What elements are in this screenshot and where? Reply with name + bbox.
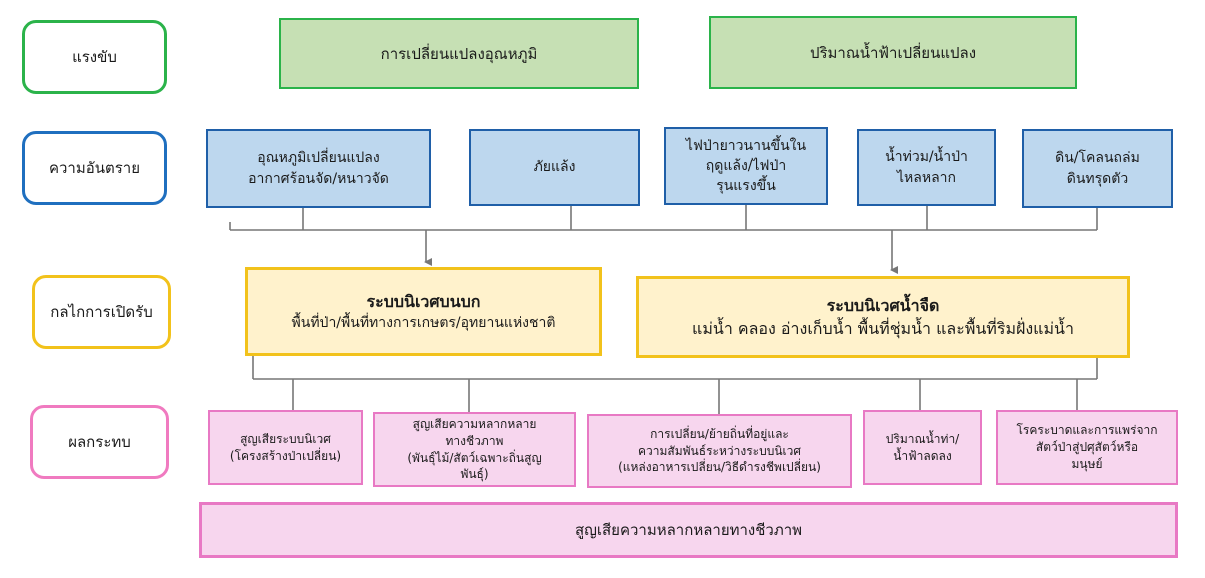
impact-box-disease: โรคระบาดและการแพร่จาก สัตว์ป่าสู่ปศุสัตว… [996, 410, 1178, 485]
hazard-box-landslide: ดิน/โคลนถล่ม ดินทรุดตัว [1022, 129, 1173, 208]
impact-line: น้ำฟ้าลดลง [893, 448, 952, 463]
hazard-line: ภัยแล้ง [533, 159, 576, 176]
mechanism-title: ระบบนิเวศน้ำจืด [826, 295, 940, 315]
final-impact-text: สูญเสียความหลากหลายทางชีวภาพ [574, 521, 803, 539]
row-label-mechanisms: กลไกการเปิดรับ [32, 275, 171, 349]
driver-text: ปริมาณน้ำฟ้าเปลี่ยนแปลง [809, 43, 977, 62]
impact-box-habitat-shift: การเปลี่ยน/ย้ายถิ่นที่อยู่และ ความสัมพัน… [587, 414, 852, 488]
hazard-box-temperature: อุณหภูมิเปลี่ยนแปลง อากาศร้อนจัด/หนาวจัด [206, 129, 431, 208]
impact-box-water-decrease: ปริมาณน้ำท่า/ น้ำฟ้าลดลง [863, 410, 982, 485]
hazard-line: ไฟป่ายาวนานขึ้นใน [685, 137, 807, 154]
hazard-box-drought: ภัยแล้ง [469, 129, 640, 206]
mechanism-box-terrestrial: ระบบนิเวศบนบก พื้นที่ป่า/พื้นที่ทางการเก… [245, 267, 602, 356]
impact-line: สัตว์ป่าสู่ปศุสัตว์หรือ [1035, 440, 1139, 455]
impact-line: โรคระบาดและการแพร่จาก [1016, 423, 1158, 438]
impact-line: ปริมาณน้ำท่า/ [885, 431, 960, 446]
row-label-impacts: ผลกระทบ [30, 405, 169, 479]
row-label-text: แรงขับ [72, 48, 117, 66]
impact-line: สูญเสียระบบนิเวศ [240, 431, 331, 446]
impact-line: (พันธุ์ไม้/สัตว์เฉพาะถิ่นสูญ [407, 450, 542, 465]
row-label-drivers: แรงขับ [22, 20, 167, 94]
row-label-text: กลไกการเปิดรับ [50, 303, 153, 321]
row-label-hazards: ความอันตราย [22, 131, 167, 205]
impact-line: การเปลี่ยน/ย้ายถิ่นที่อยู่และ [650, 426, 789, 441]
impact-line: (แหล่งอาหารเปลี่ยน/วิธีดำรงชีพเปลี่ยน) [618, 460, 821, 475]
impact-box-ecosystem-loss: สูญเสียระบบนิเวศ (โครงสร้างป่าเปลี่ยน) [208, 410, 363, 485]
impact-line: ทางชีวภาพ [445, 433, 504, 448]
hazard-line: ไหลหลาก [897, 169, 956, 186]
hazard-line: ดิน/โคลนถล่ม [1055, 150, 1140, 167]
impact-line: มนุษย์ [1071, 456, 1103, 471]
hazard-box-wildfire: ไฟป่ายาวนานขึ้นใน ฤดูแล้ง/ไฟป่า รุนแรงขึ… [664, 127, 828, 205]
hazard-line: ฤดูแล้ง/ไฟป่า [705, 157, 787, 174]
hazard-line: อุณหภูมิเปลี่ยนแปลง [257, 150, 380, 167]
impact-line: สูญเสียความหลากหลาย [412, 416, 537, 431]
hazard-line: อากาศร้อนจัด/หนาวจัด [248, 170, 389, 187]
final-impact-box: สูญเสียความหลากหลายทางชีวภาพ [199, 502, 1178, 558]
impact-line: (โครงสร้างป่าเปลี่ยน) [229, 448, 342, 463]
impact-box-biodiversity-loss: สูญเสียความหลากหลาย ทางชีวภาพ (พันธุ์ไม้… [373, 412, 576, 487]
hazard-line: น้ำท่วม/น้ำป่า [885, 149, 968, 166]
mechanism-title: ระบบนิเวศบนบก [366, 291, 481, 311]
hazard-line: ดินทรุดตัว [1066, 170, 1129, 187]
hazard-box-flood: น้ำท่วม/น้ำป่า ไหลหลาก [857, 129, 996, 206]
mechanism-subtitle: พื้นที่ป่า/พื้นที่ทางการเกษตร/อุทยานแห่ง… [291, 314, 556, 331]
mechanism-subtitle: แม่น้ำ คลอง อ่างเก็บน้ำ พื้นที่ชุ่มน้ำ แ… [692, 319, 1074, 338]
driver-box-precipitation: ปริมาณน้ำฟ้าเปลี่ยนแปลง [709, 16, 1077, 89]
impact-line: พันธุ์) [460, 467, 489, 482]
impact-line: ความสัมพันธ์ระหว่างระบบนิเวศ [637, 443, 801, 458]
row-label-text: ผลกระทบ [68, 433, 131, 451]
hazard-line: รุนแรงขึ้น [716, 178, 776, 195]
driver-text: การเปลี่ยนแปลงอุณหภูมิ [380, 44, 538, 63]
driver-box-temperature: การเปลี่ยนแปลงอุณหภูมิ [279, 18, 639, 89]
mechanism-box-freshwater: ระบบนิเวศน้ำจืด แม่น้ำ คลอง อ่างเก็บน้ำ … [636, 276, 1130, 358]
row-label-text: ความอันตราย [48, 159, 141, 177]
